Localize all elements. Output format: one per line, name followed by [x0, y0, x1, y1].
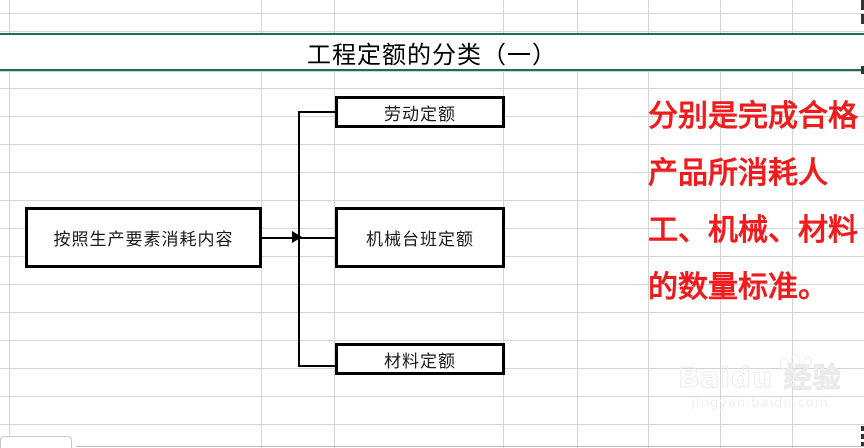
- connector-vertical-spine: [298, 112, 300, 367]
- page-title: 工程定额的分类（一）: [307, 40, 557, 69]
- flow-box-material-quota[interactable]: 材料定额: [335, 343, 505, 375]
- flow-box-labor-quota[interactable]: 劳动定额: [335, 96, 505, 128]
- selection-edge-dash-top: [861, 0, 864, 10]
- red-annotation-text: 分别是完成合格产品所消耗人工、机械、材料的数量标准。: [648, 99, 858, 305]
- selection-edge-dash-band: [861, 66, 864, 74]
- selection-edge-dash-lowerb: [861, 434, 864, 439]
- bottom-divider: [76, 446, 864, 447]
- connector-to-material: [298, 365, 336, 367]
- selection-edge-dash-mid: [861, 14, 864, 24]
- flow-box-machine-shift-quota[interactable]: 机械台班定额: [335, 207, 505, 268]
- connector-source-stub: [262, 237, 320, 239]
- connector-to-machine: [298, 237, 336, 239]
- arrow-head-icon: [292, 231, 302, 243]
- slide-title-band: 工程定额的分类（一）: [0, 33, 864, 71]
- sheet-tab[interactable]: [0, 436, 72, 448]
- flow-box-source[interactable]: 按照生产要素消耗内容: [25, 207, 262, 268]
- selection-edge-dash-lowera: [861, 426, 864, 431]
- selection-edge-dash-lowerc: [861, 442, 864, 446]
- connector-to-labor: [298, 111, 336, 113]
